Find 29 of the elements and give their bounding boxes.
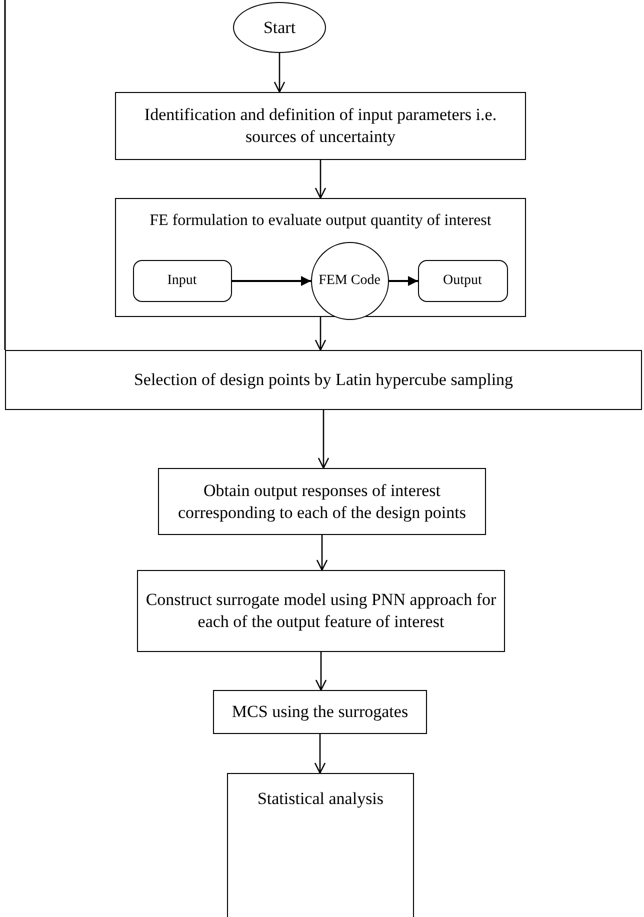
arrow [315, 652, 327, 691]
arrow [316, 535, 328, 571]
box-text: Statistical analysis [256, 788, 385, 810]
arrow [314, 160, 326, 199]
process-box [115, 198, 526, 317]
box-text: Selection of design points by Latin hypercube sampling [132, 368, 514, 391]
arrow [389, 276, 418, 286]
process-box [137, 570, 505, 652]
process-box [213, 690, 427, 734]
box-text: Start [262, 16, 297, 38]
output-box [418, 260, 508, 302]
box-text: Output [442, 271, 483, 290]
arrow [318, 410, 330, 469]
arrow [232, 276, 311, 286]
arrow [314, 734, 326, 774]
box-text: MCS using the surrogates [230, 700, 410, 723]
process-box [158, 468, 486, 535]
box-heading: FE formulation to evaluate output quantity of interest [148, 211, 492, 231]
process-box [227, 773, 414, 917]
box-text: Identification and definition of input parameters i.e. sources of uncertainty [143, 104, 498, 148]
box-text: FEM Code [318, 271, 382, 290]
box-text: Construct surrogate model using PNN approach for each of the output feature of interest [144, 588, 498, 633]
input-box [132, 260, 232, 302]
box-text: Input [166, 271, 198, 290]
box-text: Obtain output responses of interest corresponding to each of the design points [177, 479, 467, 524]
arrow [314, 317, 326, 351]
arrow [274, 53, 286, 93]
process-box [115, 92, 526, 160]
process-box [5, 350, 642, 410]
